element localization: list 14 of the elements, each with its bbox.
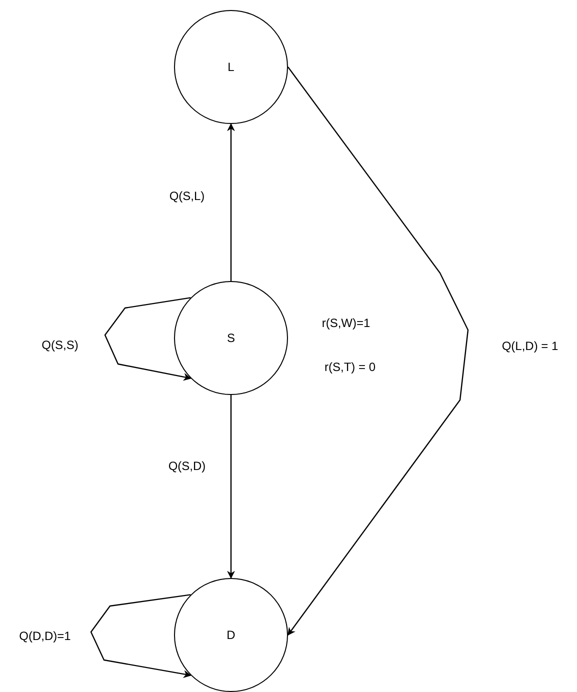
- edge-label: Q(L,D) = 1: [502, 338, 558, 354]
- edge-label: Q(S,D): [168, 458, 206, 474]
- reward-label: r(S,W)=1: [322, 316, 370, 330]
- state-label: D: [226, 628, 236, 642]
- reward-label: r(S,T) = 0: [324, 360, 376, 374]
- edge-label: Q(S,L): [169, 188, 205, 204]
- edge-label: Q(S,S): [42, 338, 78, 352]
- edge-label: Q(D,D)=1: [19, 628, 71, 644]
- arrow: [227, 123, 235, 281]
- arrow: [104, 297, 192, 381]
- state-label: S: [226, 331, 235, 345]
- arrow: [227, 395, 235, 579]
- state-label: L: [228, 60, 234, 74]
- arrow: [90, 594, 192, 678]
